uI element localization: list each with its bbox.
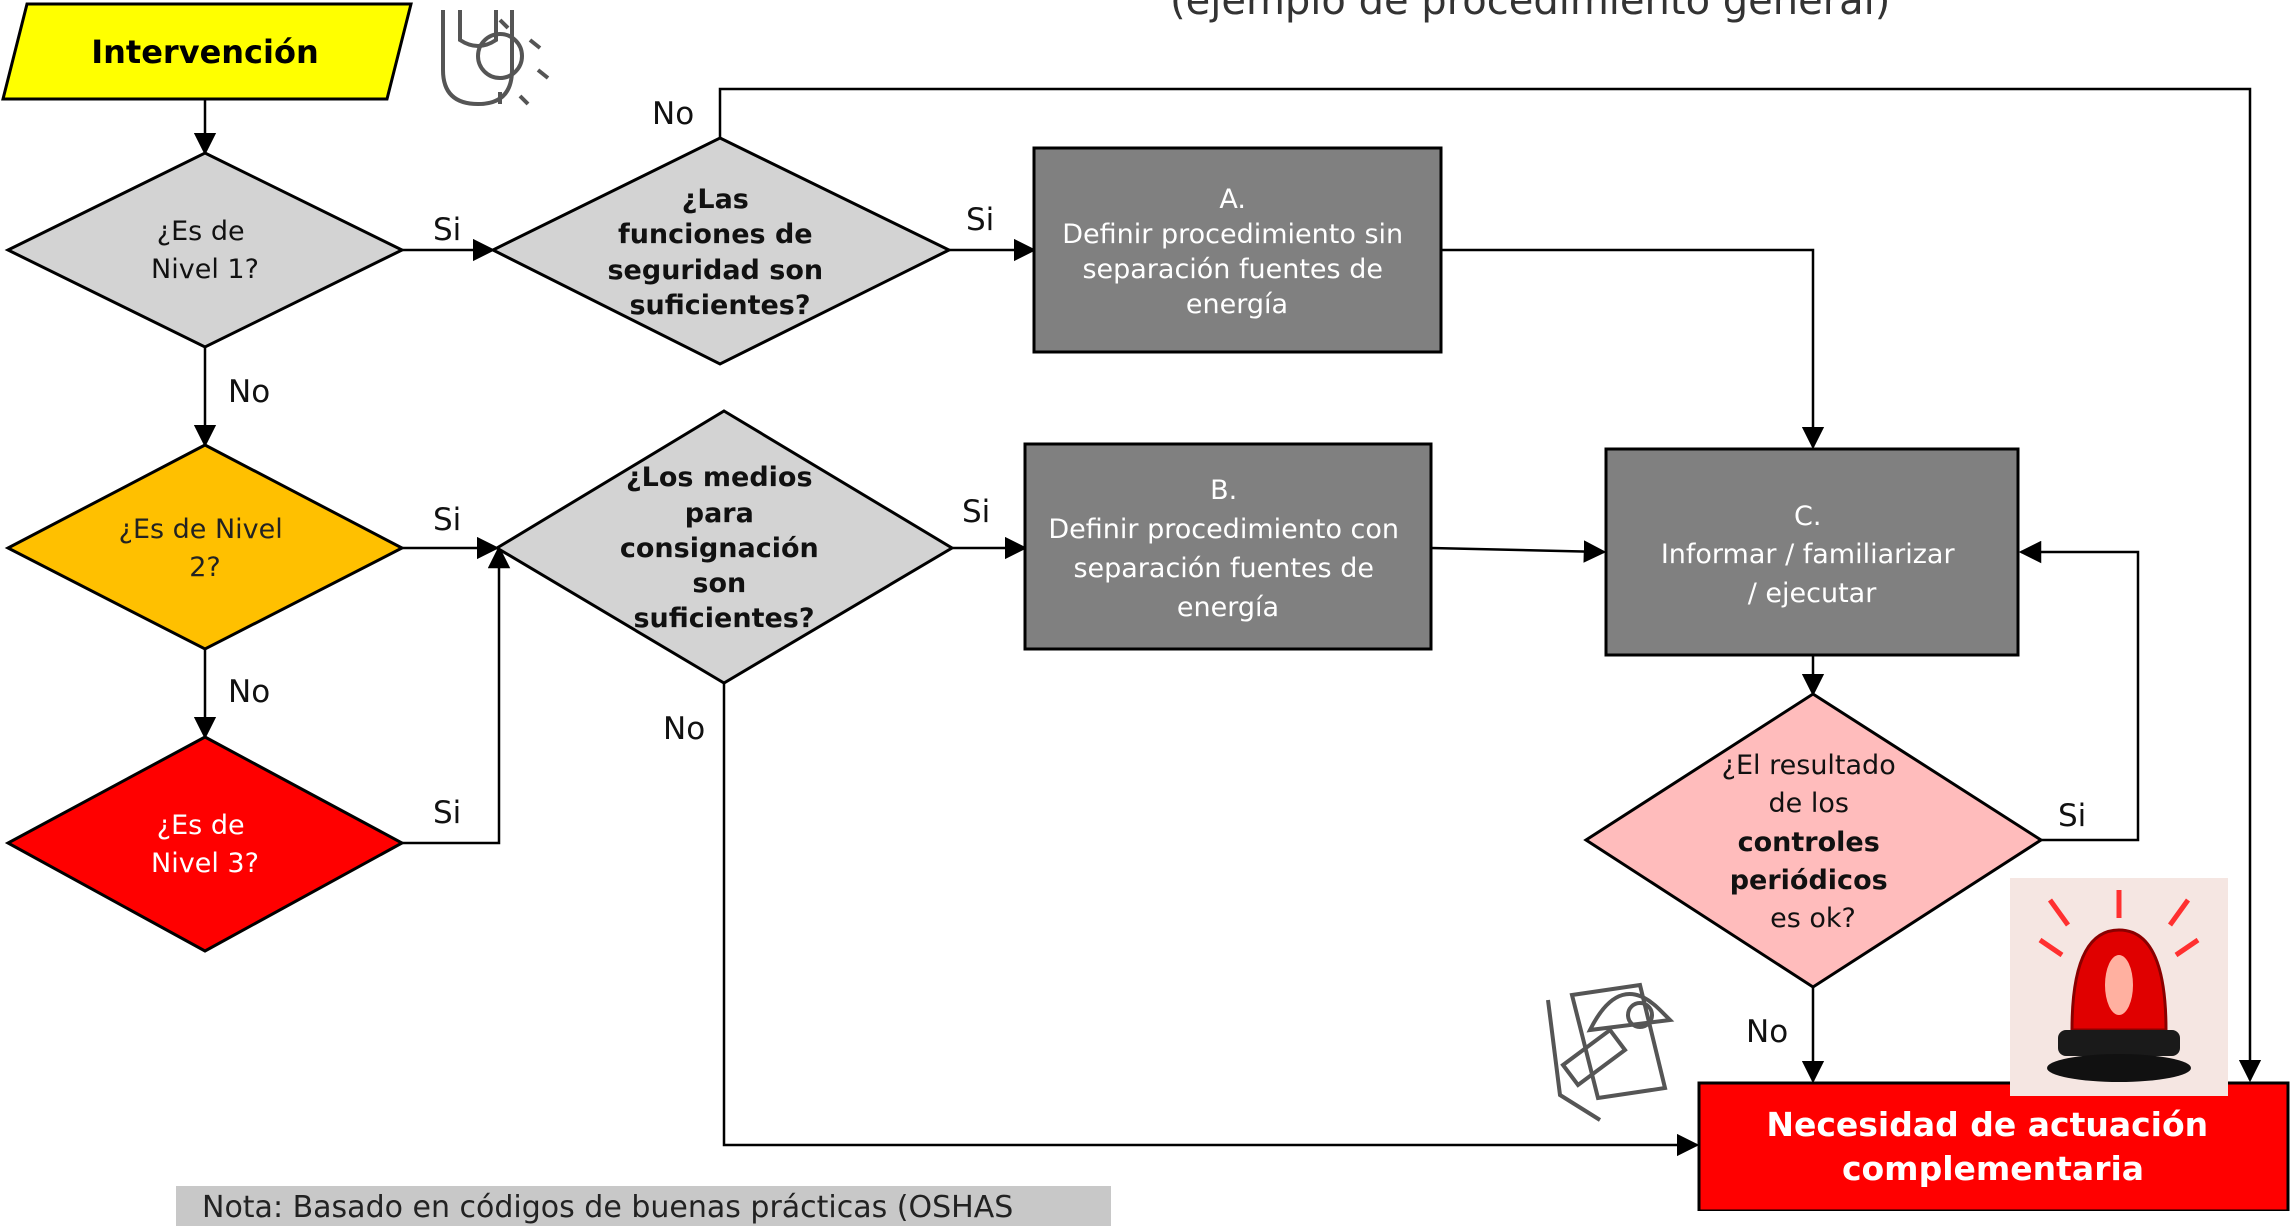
label-yes-consignacion: Si (962, 494, 990, 530)
svg-text:¿Es de Nivel 3?: ¿Es de Nivel 3? (151, 810, 259, 879)
label-yes-controles: Si (2058, 798, 2086, 834)
svg-text:Necesidad de actuación c: Necesidad de actuación complementaria (1766, 1105, 2219, 1188)
svg-text:A. Definir procedimiento: A. Definir procedimiento sin separación … (1062, 184, 1411, 320)
label-no-nivel1: No (228, 374, 270, 410)
decision-nivel2: ¿Es de Nivel 2? (4, 443, 406, 651)
decision-nivel2-line: ¿Es de Nivel (119, 514, 283, 545)
process-b: B. Definir procedimiento con separación … (1023, 442, 1433, 651)
process-a: A. Definir procedimiento sin separación … (1032, 146, 1443, 354)
process-c-line: Informar / familiarizar (1661, 539, 1956, 570)
decision-controles: ¿El resultado de los controles periódico… (1583, 692, 2044, 989)
decision-nivel1-line: Nivel 1? (151, 254, 259, 285)
decision-controles-line: periódicos (1730, 865, 1888, 896)
siren-light-icon (2010, 878, 2228, 1096)
process-a-line: Definir procedimiento sin (1062, 219, 1403, 250)
decision-consignacion-line: consignación (620, 533, 819, 564)
footnote: Nota: Basado en códigos de buenas prácti… (176, 1186, 1111, 1226)
process-c-line: / ejecutar (1748, 578, 1877, 609)
decision-nivel3-line: Nivel 3? (151, 848, 259, 879)
decision-nivel3: ¿Es de Nivel 3? (4, 735, 406, 953)
clipboard-ruler-icon (1546, 982, 1675, 1122)
svg-text:C. Informar / familiariz: C. Informar / familiarizar / ejecutar (1661, 501, 1963, 609)
end-line: complementaria (1842, 1149, 2144, 1188)
process-a-line: A. (1219, 184, 1246, 215)
wrench-gear-icon (441, 10, 550, 107)
diagram-title: (ejemplo de procedimiento general) (1170, 0, 1891, 24)
label-yes-nivel3: Si (433, 795, 461, 831)
decision-controles-line: controles (1738, 827, 1880, 858)
decision-seguridad-line: ¿Las (682, 184, 749, 215)
decision-consignacion-line: suficientes? (633, 603, 814, 634)
process-a-line: separación fuentes de (1082, 254, 1383, 285)
decision-seguridad-line: suficientes? (629, 290, 810, 321)
process-b-line: energía (1177, 592, 1279, 623)
decision-nivel3-line: ¿Es de (157, 810, 245, 841)
start-shape (1, 2, 413, 101)
decision-seguridad-line: seguridad son (607, 255, 823, 286)
start-node: Intervención (1, 2, 413, 101)
label-no-controles: No (1746, 1014, 1788, 1050)
label-yes-seguridad: Si (966, 202, 994, 238)
decision-nivel2-line: 2? (189, 552, 221, 583)
label-no-seguridad: No (652, 96, 694, 132)
process-b-line: B. (1210, 475, 1237, 506)
decision-controles-line: ¿El resultado (1722, 750, 1896, 781)
label-no-nivel2: No (228, 674, 270, 710)
decision-consignacion-line: son (692, 568, 746, 599)
label-yes-nivel1: Si (433, 212, 461, 248)
decision-controles-line: es ok? (1770, 903, 1856, 934)
edge-seguridad-end (718, 87, 2262, 1083)
decision-consignacion-line: para (685, 498, 754, 529)
edge-b-c (1430, 540, 1607, 563)
svg-text:B. Definir procedimiento: B. Definir procedimiento con separación … (1048, 475, 1407, 623)
svg-text:¿Es de Nivel 2?: ¿Es de Nivel 2? (119, 514, 292, 583)
edge-labels: Si No Si No Si No Si Si No Si No (228, 96, 2086, 1050)
edge-nivel3-consignacion (402, 545, 511, 845)
decision-seguridad-line: funciones de (618, 219, 813, 250)
svg-text:¿Las funciones de: ¿Las funciones de seguridad son suficien… (607, 184, 832, 321)
process-b-line: Definir procedimiento con (1048, 514, 1399, 545)
decision-nivel1: ¿Es de Nivel 1? (4, 151, 406, 349)
edge-a-c (1442, 248, 1825, 450)
edge-controles-c (2018, 540, 2140, 842)
start-label: Intervención (91, 33, 319, 71)
label-no-consignacion: No (663, 711, 705, 747)
process-b-line: separación fuentes de (1073, 553, 1374, 584)
decision-nivel1-line: ¿Es de (157, 216, 245, 247)
svg-text:¿Es de Nivel 1?: ¿Es de Nivel 1? (151, 216, 259, 285)
decision-controles-line: de los (1768, 788, 1848, 819)
connectors (193, 87, 2262, 1157)
edge-consignacion-end (722, 683, 1700, 1157)
svg-text:¿Los medios para c: ¿Los medios para consignación son sufici… (620, 462, 828, 634)
decision-consignacion: ¿Los medios para consignación son sufici… (494, 409, 955, 685)
process-c: C. Informar / familiarizar / ejecutar (1604, 447, 2020, 657)
svg-text:¿El resultado de los: ¿El resultado de los controles periódico… (1722, 750, 1905, 934)
process-c-line: C. (1794, 501, 1821, 532)
label-yes-nivel2: Si (433, 502, 461, 538)
process-a-line: energía (1186, 289, 1288, 320)
end-line: Necesidad de actuación (1766, 1105, 2208, 1144)
decision-seguridad: ¿Las funciones de seguridad son suficien… (489, 136, 953, 366)
end-node: Necesidad de actuación complementaria (1697, 1081, 2290, 1211)
decision-consignacion-line: ¿Los medios (626, 462, 813, 493)
